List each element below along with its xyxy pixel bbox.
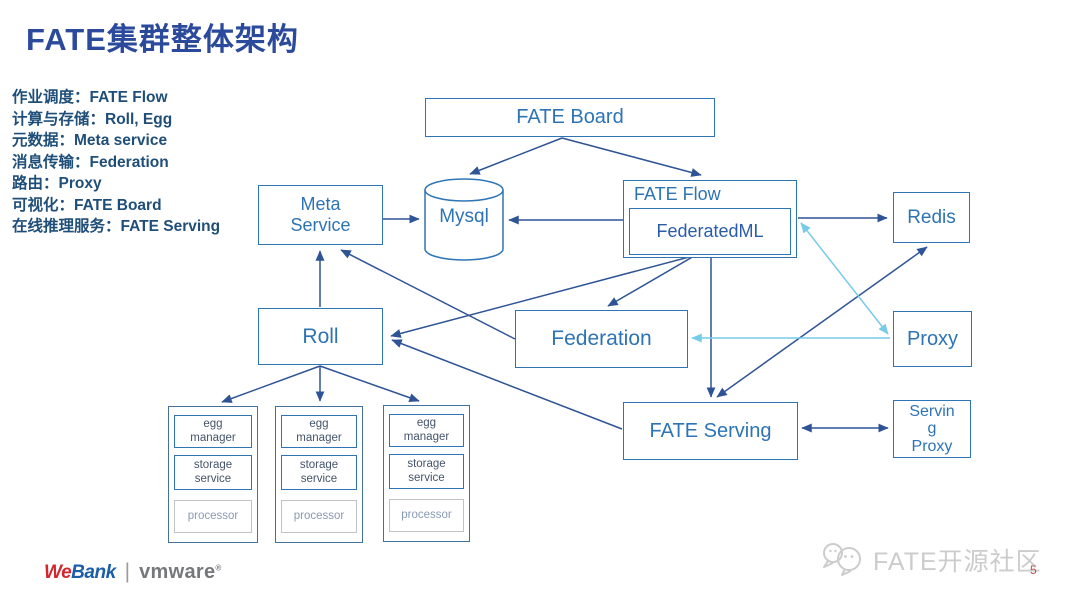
node-fate-board: FATE Board [425,98,715,137]
legend-item: 在线推理服务：FATE Serving [12,218,221,235]
node-fate-flow: FATE Flow FederatedML [623,180,797,258]
webank-we: We [44,562,72,583]
egg-stack-2: egg manager storage service processor [275,406,363,543]
legend-item: 作业调度：FATE Flow [12,89,168,106]
legend-item: 可视化：FATE Board [12,196,162,214]
vmware-text: vmware [139,561,216,583]
egg-stack-1: egg manager storage service processor [168,406,258,543]
node-fate-serving: FATE Serving [623,402,798,460]
processor-box: processor [389,499,464,532]
egg-stack-3: egg manager storage service processor [383,405,470,542]
node-mysql-label: Mysql [439,206,489,227]
legend-item: 计算与存储：Roll, Egg [12,110,173,128]
edge-fml-federation [607,251,702,307]
light-edges [691,222,890,343]
edge-roll-stack3 [319,365,420,402]
processor-box: processor [174,500,252,533]
legend-list: 作业调度：FATE Flow 计算与存储：Roll, Egg 元数据：Meta … [12,87,220,238]
edge-fml-roll [390,251,709,338]
webank-logo: WeBank [44,562,116,584]
egg-manager-box: egg manager [389,414,464,447]
logo-divider: | [124,560,131,583]
edge-flow-proxy [800,222,889,335]
page-title: FATE集群整体架构 [26,22,299,57]
edge-serving-roll [391,339,623,430]
legend-item: 路由：Proxy [12,175,102,192]
legend-item: 消息传输：Federation [12,153,169,171]
egg-manager-box: egg manager [281,415,357,448]
watermark-text: FATE开源社区 [873,548,1042,576]
webank-bank: Bank [71,562,116,583]
page-number: 5 [1030,563,1037,577]
footer-logos: WeBank | vmware® [44,560,222,584]
mysql-cylinder [424,178,504,261]
egg-manager-box: egg manager [174,415,252,448]
edge-board-flow [561,137,702,177]
node-federated-ml: FederatedML [629,208,791,255]
dark-edges [221,137,928,433]
community-watermark: FATE开源社区 [820,541,1042,579]
storage-service-box: storage service [281,455,357,490]
chat-bubbles-icon [823,543,861,576]
node-roll: Roll [258,308,383,365]
legend-item: 元数据：Meta service [12,132,168,149]
trademark-symbol: ® [215,563,222,573]
node-federation: Federation [515,310,688,368]
storage-service-box: storage service [174,455,252,490]
processor-box: processor [281,500,357,533]
node-meta-service: Meta Service [258,185,383,245]
fate-flow-label: FATE Flow [634,184,721,204]
node-redis: Redis [893,192,970,243]
storage-service-box: storage service [389,454,464,489]
node-serving-proxy: Servin g Proxy [893,400,971,458]
node-proxy: Proxy [893,311,972,367]
edge-federation-meta [340,249,516,340]
edge-board-mysql [469,137,563,175]
edge-roll-stack1 [221,365,321,403]
vmware-logo: vmware® [139,561,222,584]
